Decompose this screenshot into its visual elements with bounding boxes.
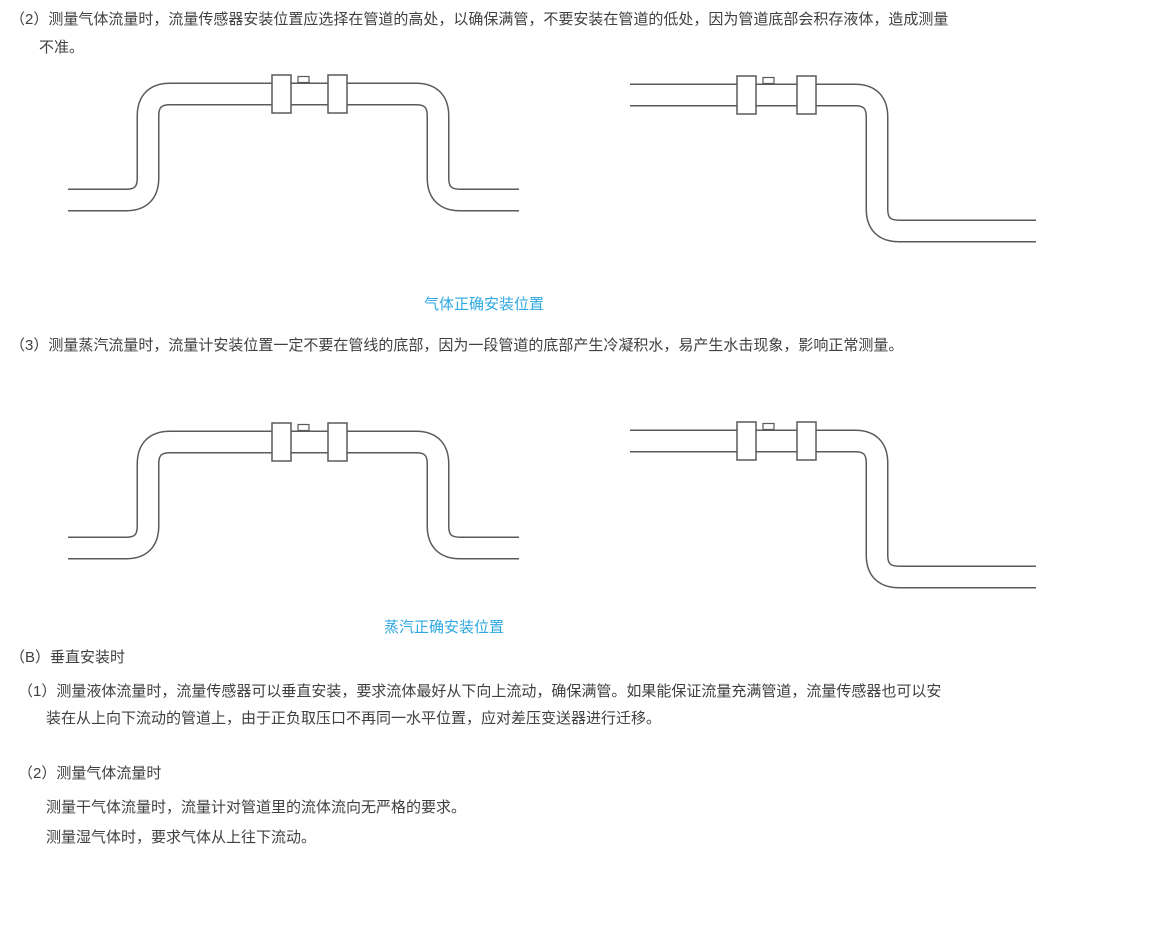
gas-overhead-pipe-diagram	[66, 72, 521, 227]
steam-diagram-caption: 蒸汽正确安装位置	[384, 619, 505, 636]
vertical-item1-line2: 装在从上向下流动的管道上，由于正负取压口不再同一水平位置，应对差压变送器进行迁移…	[46, 710, 662, 727]
z-pipe-shape	[630, 422, 1036, 577]
vertical-item2-line2: 测量湿气体时，要求气体从上往下流动。	[46, 829, 317, 846]
gas-paragraph-line1: （2）测量气体流量时，流量传感器安装位置应选择在管道的高处，以确保满管，不要安装…	[10, 11, 949, 28]
gas-diagram-caption: 气体正确安装位置	[424, 296, 545, 313]
vertical-item1-line1: （1）测量液体流量时，流量传感器可以垂直安装，要求流体最好从下向上流动，确保满管…	[18, 683, 942, 700]
z-pipe-drawing	[628, 420, 1038, 595]
vertical-item2-heading: （2）测量气体流量时	[18, 765, 162, 782]
steam-down-elbow-pipe-diagram	[628, 420, 1038, 600]
steam-paragraph: （3）测量蒸汽流量时，流量计安装位置一定不要在管线的底部，因为一段管道的底部产生…	[10, 337, 904, 354]
vertical-install-heading: （B）垂直安装时	[10, 649, 126, 666]
bridge-pipe-shape	[68, 423, 519, 548]
bridge-pipe-shape	[68, 75, 519, 200]
gas-down-elbow-pipe-diagram	[628, 74, 1038, 254]
z-pipe-shape	[630, 76, 1036, 231]
z-pipe-drawing	[628, 74, 1038, 249]
steam-overhead-pipe-diagram	[66, 420, 521, 575]
bridge-pipe-drawing	[66, 420, 521, 570]
vertical-item2-line1: 测量干气体流量时，流量计对管道里的流体流向无严格的要求。	[46, 799, 467, 816]
bridge-pipe-drawing	[66, 72, 521, 222]
gas-paragraph-line2: 不准。	[39, 39, 85, 56]
